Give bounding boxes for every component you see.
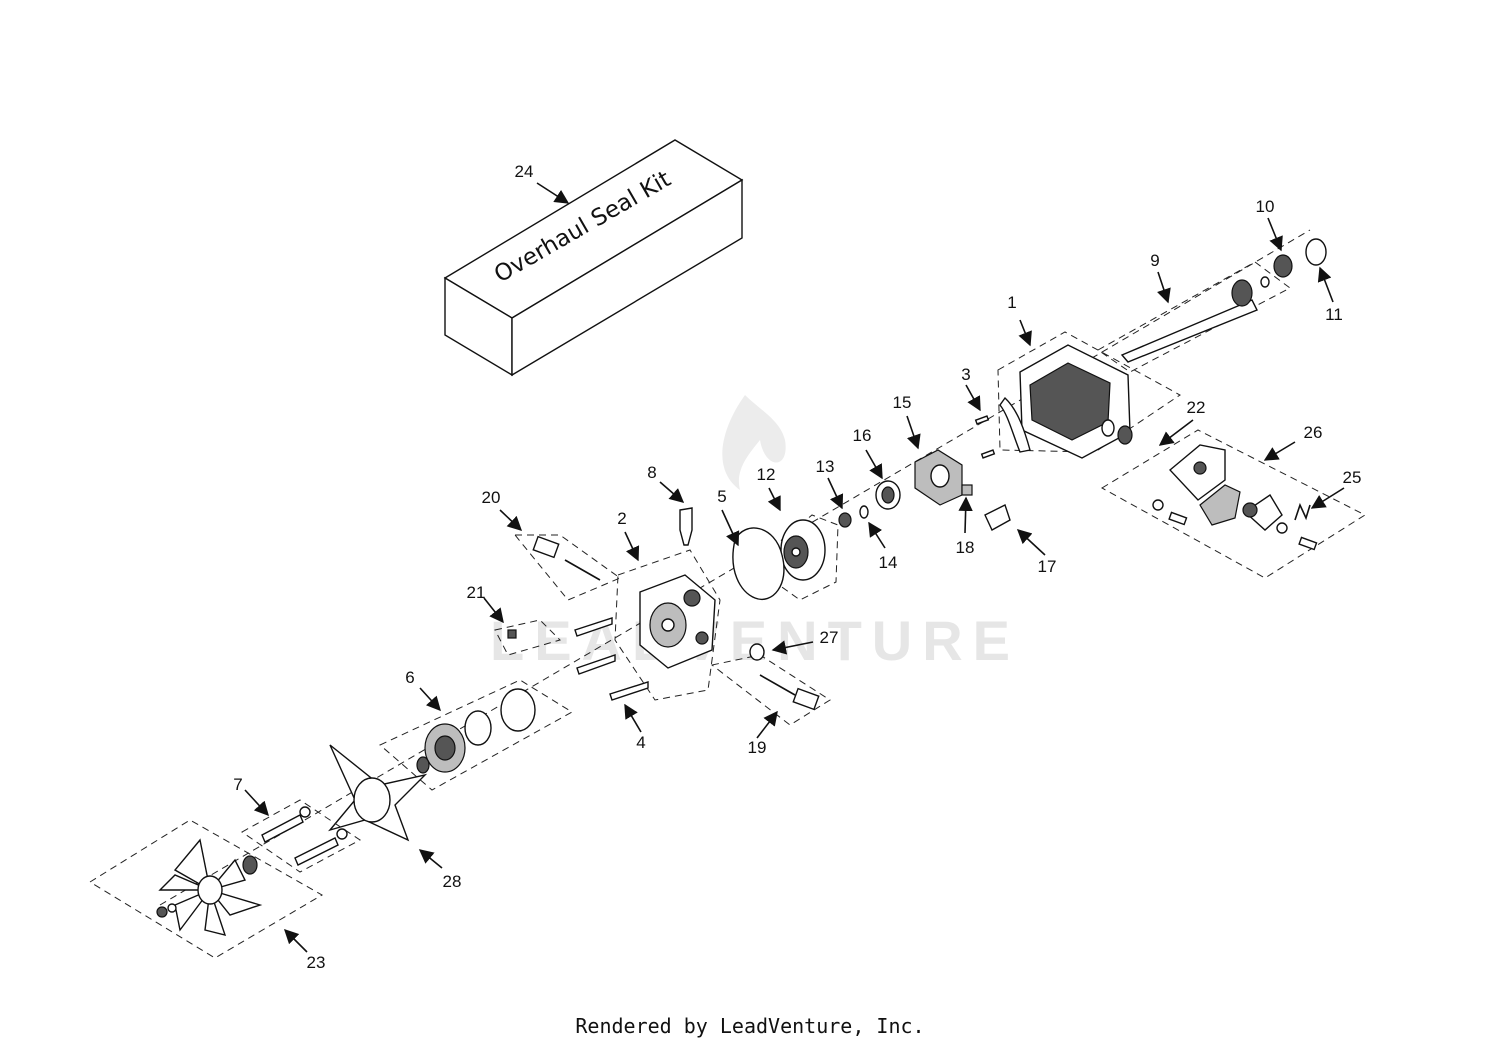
callout-25: 25 — [1343, 468, 1362, 487]
check-valve-20 — [513, 534, 622, 601]
leader-arrows — [244, 182, 1345, 953]
callout-5: 5 — [717, 487, 726, 506]
spring-13 — [838, 512, 852, 528]
callout-11: 11 — [1325, 305, 1343, 324]
callout-2: 2 — [617, 509, 626, 528]
swashplate — [914, 449, 963, 506]
retaining-ring-11 — [1305, 238, 1327, 266]
callout-4: 4 — [636, 733, 645, 752]
fan-mounting-plate — [328, 744, 428, 842]
bearing-10 — [1273, 254, 1293, 278]
callout-26: 26 — [1304, 423, 1323, 442]
input-shaft-group — [1097, 238, 1327, 373]
input-shaft — [1120, 299, 1258, 363]
callout-28: 28 — [443, 872, 462, 891]
cooling-fan — [89, 819, 323, 959]
callout-18: 18 — [956, 538, 975, 557]
washer-14 — [859, 505, 869, 519]
pin-3 — [974, 415, 990, 425]
callout-12: 12 — [757, 465, 776, 484]
callout-22: 22 — [1187, 398, 1206, 417]
control-arm-group — [1101, 419, 1367, 579]
footer-credit: Rendered by LeadVenture, Inc. — [575, 1014, 924, 1038]
watermark-text: LEADVENTURE — [490, 609, 1020, 672]
watermark: LEADVENTURE — [490, 395, 1020, 672]
bypass-valve-8 — [679, 507, 693, 546]
overhaul-seal-kit-box: Overhaul Seal Kit — [443, 139, 744, 377]
flame-logo-icon — [722, 395, 786, 490]
plug-21 — [494, 619, 561, 656]
callout-1: 1 — [1007, 293, 1016, 312]
bolt-group-4 — [574, 617, 649, 701]
callout-3: 3 — [961, 365, 970, 384]
callout-10: 10 — [1256, 197, 1275, 216]
block-18 — [961, 484, 973, 496]
callout-20: 20 — [482, 488, 501, 507]
center-section — [614, 549, 721, 701]
plug-27 — [749, 643, 765, 661]
callout-9: 9 — [1150, 251, 1159, 270]
o-ring-5 — [732, 527, 785, 601]
callout-8: 8 — [647, 463, 656, 482]
bolt-group-7 — [241, 799, 361, 873]
callout-6: 6 — [405, 668, 414, 687]
callout-16: 16 — [853, 426, 872, 445]
callout-19: 19 — [748, 738, 767, 757]
cylinder-block — [771, 514, 839, 601]
callout-7: 7 — [233, 775, 242, 794]
callout-17: 17 — [1038, 557, 1057, 576]
callout-15: 15 — [893, 393, 912, 412]
charge-pump-group — [379, 679, 573, 791]
callout-13: 13 — [816, 457, 835, 476]
callout-labels: 1 2 3 4 5 6 7 8 9 10 11 12 13 14 15 16 1… — [233, 162, 1361, 972]
callout-23: 23 — [307, 953, 326, 972]
callout-21: 21 — [467, 583, 486, 602]
callout-14: 14 — [879, 553, 898, 572]
trunnion-shaft — [961, 484, 1011, 531]
callout-27: 27 — [820, 628, 839, 647]
callout-24: 24 — [515, 162, 534, 181]
check-valve-19 — [710, 654, 831, 726]
